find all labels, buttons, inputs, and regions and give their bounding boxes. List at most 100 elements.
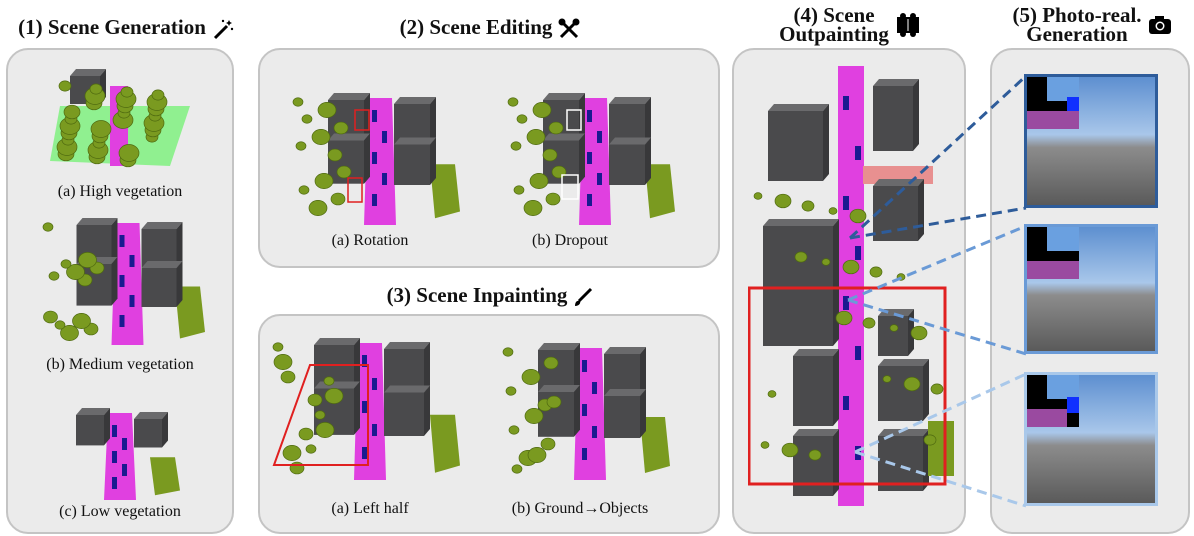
building-roof — [394, 97, 436, 104]
panel-3-title: (3) Scene Inpainting — [258, 285, 722, 307]
building — [763, 226, 833, 346]
building-roof — [384, 342, 430, 349]
tree — [842, 259, 860, 275]
car — [112, 451, 117, 463]
connector-line-1 — [848, 74, 1028, 240]
caption-high-vegetation: (a) High vegetation — [57, 183, 183, 200]
tree — [89, 83, 103, 95]
scene-dropout — [507, 93, 675, 225]
tree — [862, 317, 876, 329]
car — [582, 360, 587, 372]
building-side — [111, 218, 118, 267]
building-side — [640, 389, 646, 438]
car — [855, 146, 861, 160]
building-side — [579, 133, 585, 184]
building — [384, 392, 424, 436]
building-roof — [384, 385, 430, 393]
tree — [543, 356, 559, 370]
connector-line-2 — [847, 224, 1027, 302]
building — [141, 268, 177, 307]
building — [134, 419, 162, 448]
building — [793, 436, 833, 496]
car — [119, 275, 125, 287]
tree — [311, 128, 331, 145]
tree — [63, 104, 81, 120]
building — [793, 356, 833, 426]
car — [112, 425, 117, 437]
connector-line-2b — [847, 298, 1027, 356]
tree — [546, 395, 562, 409]
building-side — [823, 104, 829, 181]
building-side — [354, 381, 360, 435]
tree — [58, 80, 72, 92]
tree — [327, 148, 343, 162]
building — [76, 415, 104, 446]
semantic-inset — [1027, 375, 1079, 427]
magic-wand-icon — [213, 19, 234, 40]
building-side — [111, 257, 118, 306]
scene-low-vegetation — [76, 408, 180, 500]
inpaint-region-box — [272, 364, 369, 466]
tree — [511, 464, 523, 474]
building-side — [364, 133, 370, 184]
car — [129, 295, 135, 307]
caption-dropout: (b) Dropout — [532, 232, 608, 249]
tree — [505, 386, 517, 396]
building-roof — [141, 222, 183, 229]
scene-outpainting-map — [748, 66, 954, 506]
building-roof — [328, 93, 370, 100]
building — [878, 366, 923, 421]
car — [582, 404, 587, 416]
car — [362, 447, 367, 459]
building-side — [640, 347, 646, 396]
tree — [314, 410, 326, 420]
grass — [640, 417, 670, 473]
building-roof — [878, 359, 929, 366]
tree — [273, 354, 293, 371]
car — [122, 464, 127, 476]
car — [587, 110, 592, 122]
tree — [532, 102, 552, 119]
building-side — [424, 342, 430, 393]
road — [574, 348, 606, 480]
tree — [869, 266, 883, 278]
building-roof — [141, 261, 183, 268]
building — [768, 111, 823, 181]
building-roof — [604, 389, 646, 396]
tree — [502, 347, 514, 357]
tree — [524, 407, 544, 424]
car — [592, 426, 597, 438]
tree — [510, 141, 522, 151]
car — [597, 131, 602, 143]
camera-icon — [1148, 16, 1171, 34]
building-roof — [873, 79, 919, 86]
road — [579, 98, 611, 225]
photo-frame-2 — [1024, 224, 1158, 354]
building-roof — [538, 343, 580, 350]
tree — [298, 427, 314, 441]
building-side — [430, 137, 436, 185]
building-side — [574, 385, 580, 437]
tree — [305, 444, 317, 454]
tree — [72, 312, 91, 329]
building-side — [176, 222, 183, 268]
tree — [78, 251, 97, 268]
building-roof — [793, 429, 839, 436]
scene-rotation — [292, 93, 460, 225]
building-roof — [763, 219, 839, 226]
tree — [753, 192, 763, 200]
tree — [794, 251, 808, 263]
building — [609, 144, 645, 185]
tree — [151, 89, 165, 101]
building — [873, 86, 913, 151]
building-side — [430, 97, 436, 145]
tree — [42, 222, 54, 232]
building-roof — [604, 347, 646, 354]
car — [372, 194, 377, 206]
tree — [760, 441, 770, 449]
tree — [821, 258, 831, 266]
car — [843, 96, 849, 110]
edit-box — [561, 174, 579, 200]
tree — [43, 310, 58, 324]
